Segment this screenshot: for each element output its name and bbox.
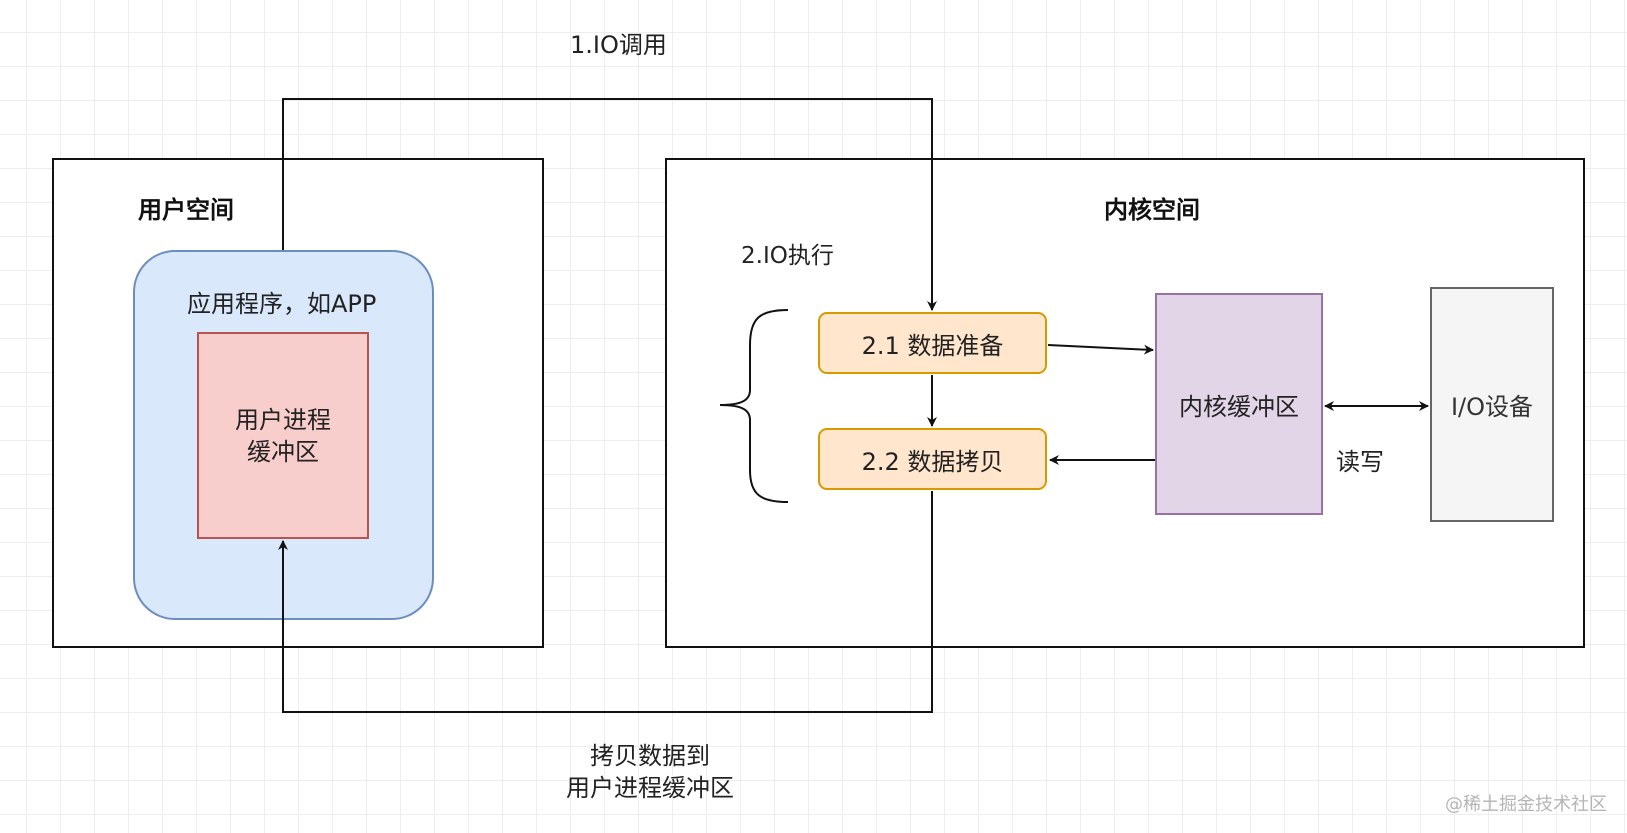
user-process-buffer-line1: 用户进程 [235, 405, 331, 434]
copy-to-user-caption: 拷贝数据到 用户进程缓冲区 [540, 740, 760, 804]
read-write-label: 读写 [1336, 448, 1384, 476]
io-exec-label: 2.IO执行 [741, 243, 834, 269]
kernel-space-label: 内核空间 [1104, 196, 1200, 224]
copy-caption-line1: 拷贝数据到 [590, 742, 710, 770]
watermark: @稀土掘金技术社区 [1445, 794, 1607, 815]
copy-caption-line2: 用户进程缓冲区 [566, 774, 734, 802]
data-copy-step: 2.2 数据拷贝 [818, 428, 1047, 490]
data-prepare-step: 2.1 数据准备 [818, 312, 1047, 374]
user-space-label: 用户空间 [138, 196, 234, 224]
io-device: I/O设备 [1430, 287, 1554, 522]
io-call-arrow [282, 98, 937, 311]
steps-brace [719, 309, 789, 503]
kernel-buffer: 内核缓冲区 [1155, 293, 1323, 515]
data-prepare-step-label: 2.1 数据准备 [861, 331, 1004, 360]
io-device-label: I/O设备 [1450, 393, 1534, 421]
user-process-buffer-line2: 缓冲区 [247, 437, 319, 466]
kernel-buffer-label: 内核缓冲区 [1179, 392, 1299, 421]
prepare-to-kernel-buffer-arrow [1047, 344, 1154, 355]
io-call-label: 1.IO调用 [570, 31, 667, 59]
data-copy-step-label: 2.2 数据拷贝 [861, 447, 1004, 476]
application-label: 应用程序，如APP [187, 290, 377, 318]
copy-to-user-buffer-arrow [278, 491, 933, 713]
user-process-buffer: 用户进程 缓冲区 [197, 332, 369, 539]
